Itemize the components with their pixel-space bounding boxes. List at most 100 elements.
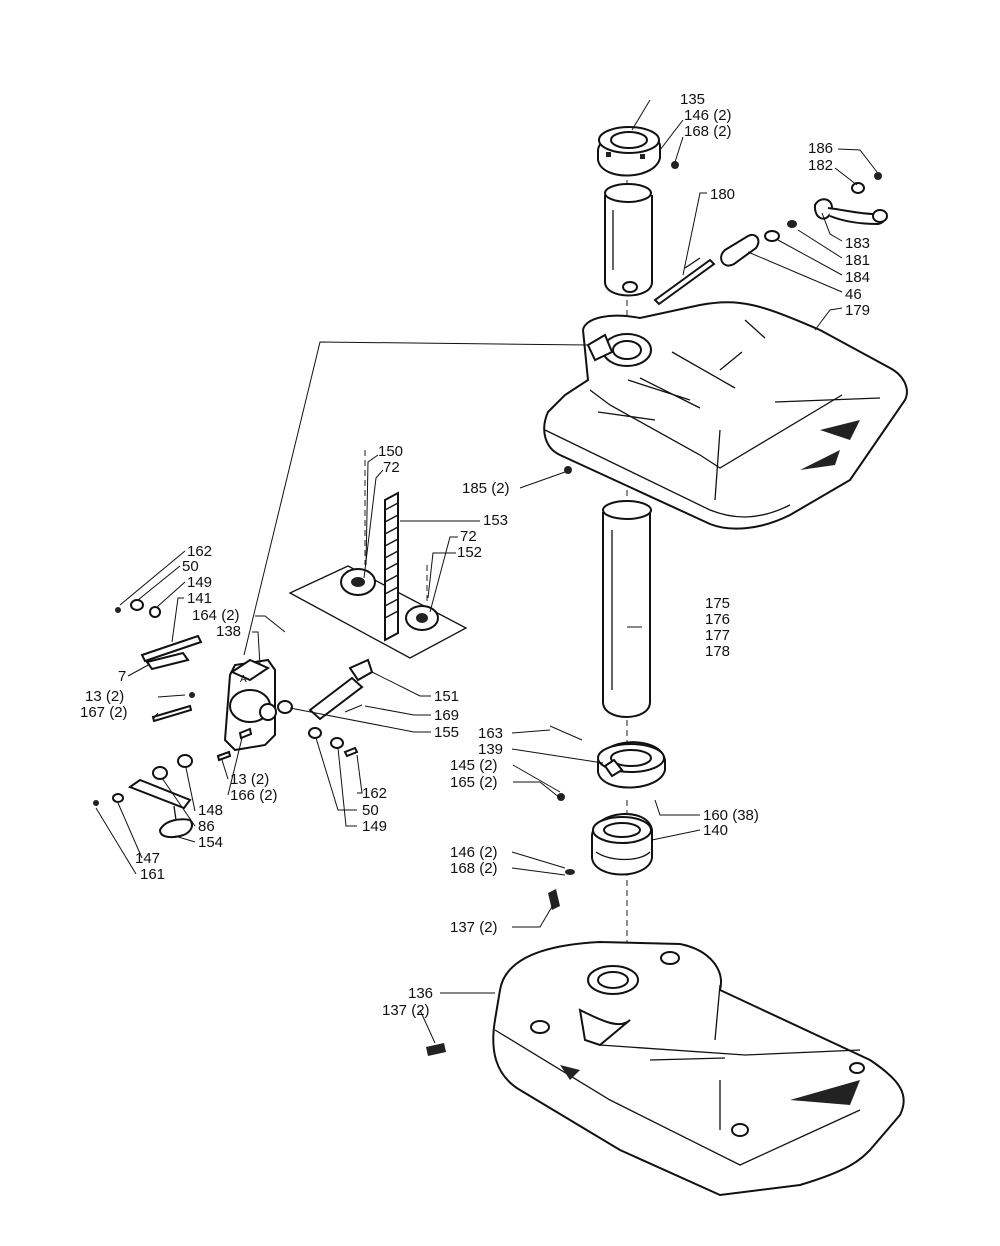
rod-part — [653, 257, 716, 306]
label-136: 136 — [408, 985, 433, 1002]
label-150: 150 — [378, 443, 403, 460]
pin-part — [549, 725, 583, 741]
bracket-pin-part — [140, 634, 203, 663]
bracket-housing-part: A — [223, 658, 277, 752]
label-168-bottom: 168 (2) — [450, 860, 498, 877]
label-146-top: 146 (2) — [684, 107, 732, 124]
label-50-right: 50 — [362, 802, 379, 819]
label-167: 167 (2) — [80, 704, 128, 721]
label-166: 166 (2) — [230, 787, 278, 804]
crank-handle-part — [127, 778, 193, 839]
column-collar-part — [597, 741, 666, 789]
label-161: 161 — [140, 866, 165, 883]
label-179: 179 — [845, 302, 870, 319]
label-140: 140 — [703, 822, 728, 839]
washer-148 — [177, 754, 193, 768]
gear-upper-part — [340, 568, 376, 596]
label-135: 135 — [680, 91, 705, 108]
screw-162-left — [115, 607, 121, 613]
label-178: 178 — [705, 643, 730, 660]
label-176: 176 — [705, 611, 730, 628]
label-46: 46 — [845, 286, 862, 303]
label-146-bottom: 146 (2) — [450, 844, 498, 861]
assembly-connector-line — [243, 341, 589, 656]
plate-part — [145, 651, 190, 671]
table-stop-part — [564, 466, 572, 474]
screw-166 — [238, 727, 253, 740]
label-7: 7 — [118, 668, 126, 685]
label-177: 177 — [705, 627, 730, 644]
assembly-plane — [288, 565, 468, 659]
label-162-left: 162 — [187, 543, 212, 560]
label-175: 175 — [705, 595, 730, 612]
label-181: 181 — [845, 252, 870, 269]
label-164: 164 (2) — [192, 607, 240, 624]
label-160: 160 (38) — [703, 807, 759, 824]
label-149-left: 149 — [187, 574, 212, 591]
label-153: 153 — [483, 512, 508, 529]
label-148: 148 — [198, 802, 223, 819]
label-141: 141 — [187, 590, 212, 607]
callout-labels: 135 146 (2) 168 (2) 186 182 180 183 181 … — [80, 91, 870, 1019]
label-184: 184 — [845, 269, 870, 286]
screw-161 — [93, 800, 99, 806]
label-139: 139 — [478, 741, 503, 758]
label-138: 138 — [216, 623, 241, 640]
label-145: 145 (2) — [450, 757, 498, 774]
upper-column-part — [604, 183, 653, 297]
ring-screw-part — [565, 869, 575, 875]
washer-50-left — [130, 599, 144, 611]
washer-149-right — [330, 737, 344, 749]
leader-lines — [95, 99, 878, 1044]
label-147: 147 — [135, 850, 160, 867]
label-169: 169 — [434, 707, 459, 724]
label-163: 163 — [478, 725, 503, 742]
label-13-upper: 13 (2) — [85, 688, 124, 705]
label-72-lower: 72 — [460, 528, 477, 545]
screw-13-upper — [189, 692, 195, 698]
washer-50-right — [308, 727, 322, 739]
screw-162-right — [343, 746, 359, 758]
label-149-right: 149 — [362, 818, 387, 835]
table-lock-assembly — [720, 172, 888, 267]
label-154: 154 — [198, 834, 223, 851]
work-table-part — [543, 301, 908, 530]
washer-149-left — [149, 606, 161, 618]
label-152: 152 — [457, 544, 482, 561]
set-screw-137-lower — [426, 1043, 446, 1056]
label-186: 186 — [808, 140, 833, 157]
set-screw-part — [671, 161, 679, 169]
label-165: 165 (2) — [450, 774, 498, 791]
screw-13-lower — [216, 750, 232, 762]
label-180: 180 — [710, 186, 735, 203]
label-72-upper: 72 — [383, 459, 400, 476]
upper-collar-part — [597, 126, 661, 177]
label-168-top: 168 (2) — [684, 123, 732, 140]
pinion-shaft-part — [308, 658, 374, 721]
collar-screw-part — [557, 793, 565, 801]
screw-167 — [151, 704, 193, 723]
label-162-right: 162 — [362, 785, 387, 802]
label-183: 183 — [845, 235, 870, 252]
washer-86 — [152, 766, 168, 780]
label-151: 151 — [434, 688, 459, 705]
label-155: 155 — [434, 724, 459, 741]
label-137-lower: 137 (2) — [382, 1002, 430, 1019]
label-86: 86 — [198, 818, 215, 835]
label-182: 182 — [808, 157, 833, 174]
svg-text:A: A — [240, 674, 247, 685]
set-screw-137-upper — [548, 889, 560, 910]
label-13-lower: 13 (2) — [230, 771, 269, 788]
label-50-left: 50 — [182, 558, 199, 575]
washer-147 — [112, 793, 124, 803]
label-185: 185 (2) — [462, 480, 510, 497]
lower-column-part — [602, 500, 652, 718]
washer-155 — [277, 700, 293, 714]
column-ring-part — [591, 812, 653, 876]
machine-base-part — [492, 940, 905, 1197]
key-part — [344, 704, 363, 713]
gear-lower-part — [405, 605, 439, 631]
label-137-upper: 137 (2) — [450, 919, 498, 936]
rack-part — [384, 491, 399, 642]
